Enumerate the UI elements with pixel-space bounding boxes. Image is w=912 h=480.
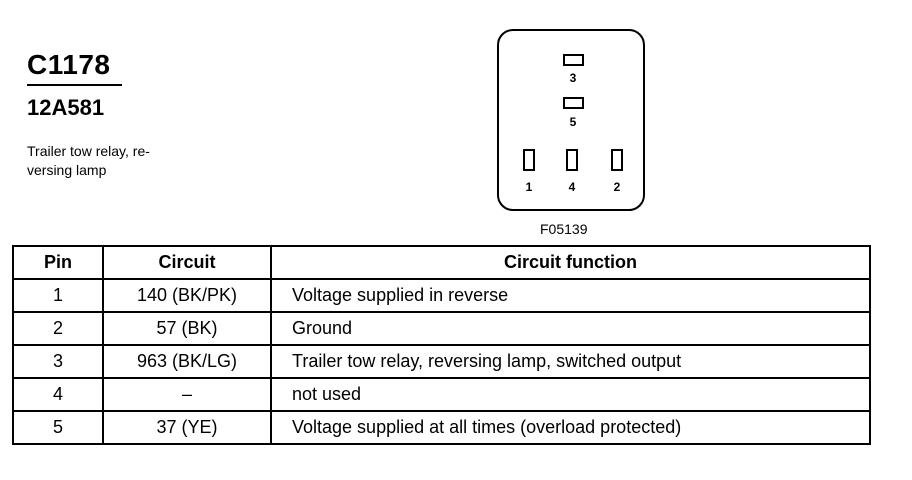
- circuit-cell: 37 (YE): [102, 410, 272, 445]
- pin-cell: 2: [12, 311, 104, 346]
- pin-cell: 3: [12, 344, 104, 379]
- table-row: 2 57 (BK) Ground: [12, 311, 871, 346]
- table-row: 1 140 (BK/PK) Voltage supplied in revers…: [12, 278, 871, 313]
- circuit-cell: –: [102, 377, 272, 412]
- pin-cell: 5: [12, 410, 104, 445]
- header-circuit: Circuit: [102, 245, 272, 280]
- pin-cell: 1: [12, 278, 104, 313]
- pin-label-4: 4: [568, 180, 576, 194]
- pin-label-3: 3: [569, 71, 577, 85]
- pinout-table: Pin Circuit Circuit function 1 140 (BK/P…: [12, 245, 871, 445]
- header-pin: Pin: [12, 245, 104, 280]
- header-circuit-function: Circuit function: [270, 245, 871, 280]
- function-cell: Ground: [270, 311, 871, 346]
- circuit-cell: 963 (BK/LG): [102, 344, 272, 379]
- terminal-2: [611, 149, 623, 171]
- pin-label-5: 5: [569, 115, 577, 129]
- connector-id: C1178: [27, 50, 122, 86]
- connector-header: C1178 12A581 Trailer tow relay, re- vers…: [27, 50, 187, 180]
- pin-label-1: 1: [525, 180, 533, 194]
- circuit-cell: 57 (BK): [102, 311, 272, 346]
- table-row: 5 37 (YE) Voltage supplied at all times …: [12, 410, 871, 445]
- pin-label-2: 2: [613, 180, 621, 194]
- function-cell: Trailer tow relay, reversing lamp, switc…: [270, 344, 871, 379]
- pin-cell: 4: [12, 377, 104, 412]
- connector-description: Trailer tow relay, re- versing lamp: [27, 143, 150, 178]
- table-row: 3 963 (BK/LG) Trailer tow relay, reversi…: [12, 344, 871, 379]
- terminal-5: [563, 97, 584, 109]
- function-cell: Voltage supplied at all times (overload …: [270, 410, 871, 445]
- function-cell: Voltage supplied in reverse: [270, 278, 871, 313]
- function-cell: not used: [270, 377, 871, 412]
- connector-face-diagram: 3 5 1 4 2: [497, 29, 645, 211]
- terminal-1: [523, 149, 535, 171]
- part-number: 12A581: [27, 95, 105, 120]
- figure-code: F05139: [540, 221, 588, 237]
- circuit-cell: 140 (BK/PK): [102, 278, 272, 313]
- terminal-4: [566, 149, 578, 171]
- terminal-3: [563, 54, 584, 66]
- table-header-row: Pin Circuit Circuit function: [12, 245, 871, 280]
- table-row: 4 – not used: [12, 377, 871, 412]
